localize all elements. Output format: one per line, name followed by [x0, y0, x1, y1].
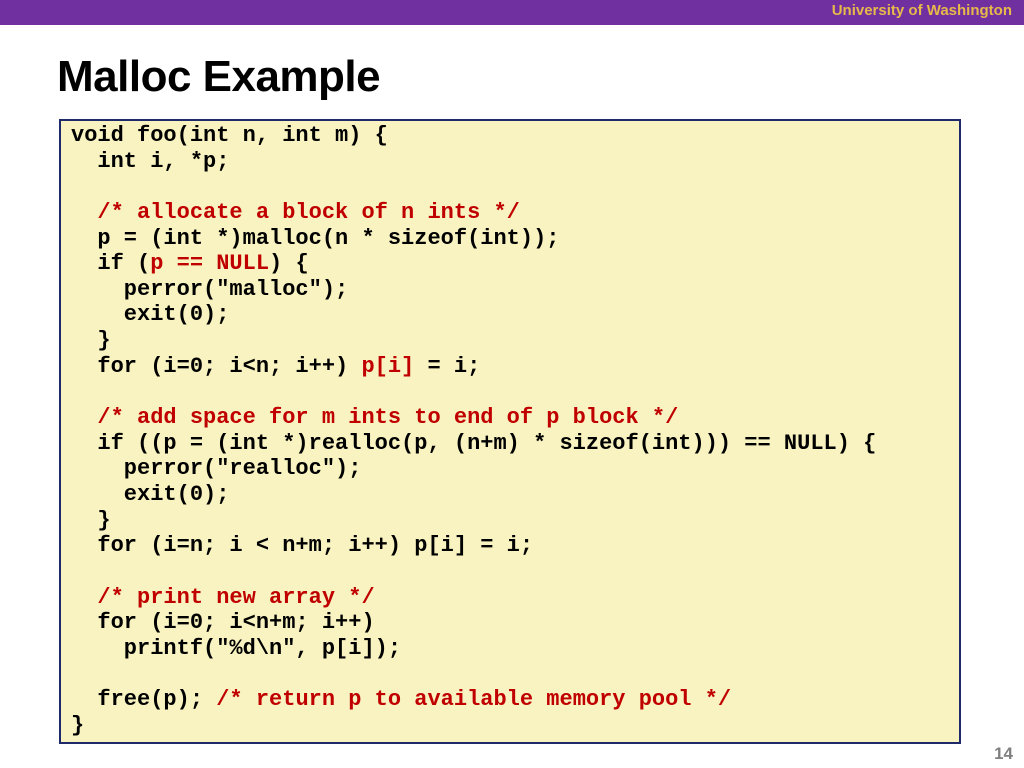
code-text: for (i=0; i<n+m; i++)	[71, 610, 375, 636]
code-text: if ((p = (int *)realloc(p, (n+m) * sizeo…	[71, 430, 877, 456]
code-text: free(p);	[71, 687, 217, 713]
header-bar: University of Washington	[0, 0, 1024, 25]
code-text: }	[71, 712, 85, 738]
code-line: if (p == NULL) {	[71, 251, 959, 277]
slide-number: 14	[994, 744, 1013, 763]
code-line: p = (int *)malloc(n * sizeof(int));	[71, 226, 959, 252]
code-highlight: /* allocate a block of n ints */	[71, 199, 520, 225]
code-text: int i, *p;	[71, 148, 230, 174]
code-line: }	[71, 713, 959, 739]
code-text: printf("%d\n", p[i]);	[71, 635, 402, 661]
code-line: exit(0);	[71, 482, 959, 508]
code-text: void foo(int n, int m) {	[71, 123, 388, 148]
code-text: exit(0);	[71, 302, 230, 328]
code-line: for (i=n; i < n+m; i++) p[i] = i;	[71, 533, 959, 559]
code-highlight: p == NULL	[150, 251, 270, 277]
code-text: = i;	[414, 353, 481, 379]
code-line-blank	[71, 661, 959, 687]
code-text: perror("realloc");	[71, 456, 362, 482]
code-text: for (i=0; i<n; i++)	[71, 353, 362, 379]
code-line: perror("malloc");	[71, 277, 959, 303]
code-block: void foo(int n, int m) { int i, *p; /* a…	[59, 119, 961, 744]
code-line: for (i=0; i<n+m; i++)	[71, 610, 959, 636]
code-line-blank	[71, 559, 959, 585]
code-highlight: /* print new array */	[71, 584, 375, 610]
code-line: for (i=0; i<n; i++) p[i] = i;	[71, 354, 959, 380]
code-text: }	[71, 507, 111, 533]
code-text: }	[71, 328, 111, 354]
code-text: perror("malloc");	[71, 276, 349, 302]
code-line-blank	[71, 379, 959, 405]
code-line: int i, *p;	[71, 149, 959, 175]
code-line: }	[71, 328, 959, 354]
code-line: void foo(int n, int m) {	[71, 123, 959, 149]
code-line: /* print new array */	[71, 585, 959, 611]
code-line: free(p); /* return p to available memory…	[71, 687, 959, 713]
code-line: perror("realloc");	[71, 456, 959, 482]
code-text: if (	[71, 251, 151, 277]
code-highlight: p[i]	[361, 353, 415, 379]
university-brand: University of Washington	[831, 2, 1012, 19]
code-line: printf("%d\n", p[i]);	[71, 636, 959, 662]
code-highlight: /* add space for m ints to end of p bloc…	[71, 405, 679, 431]
code-line: exit(0);	[71, 302, 959, 328]
code-highlight: /* return p to available memory pool */	[216, 687, 732, 713]
code-line: /* add space for m ints to end of p bloc…	[71, 405, 959, 431]
code-text: for (i=n; i < n+m; i++) p[i] = i;	[71, 533, 534, 559]
code-line: /* allocate a block of n ints */	[71, 200, 959, 226]
code-line: if ((p = (int *)realloc(p, (n+m) * sizeo…	[71, 431, 959, 457]
code-line-blank	[71, 174, 959, 200]
code-text: ) {	[269, 251, 309, 277]
slide-title: Malloc Example	[57, 52, 381, 101]
code-text: p = (int *)malloc(n * sizeof(int));	[71, 225, 560, 251]
code-text: exit(0);	[71, 481, 230, 507]
code-line: }	[71, 508, 959, 534]
